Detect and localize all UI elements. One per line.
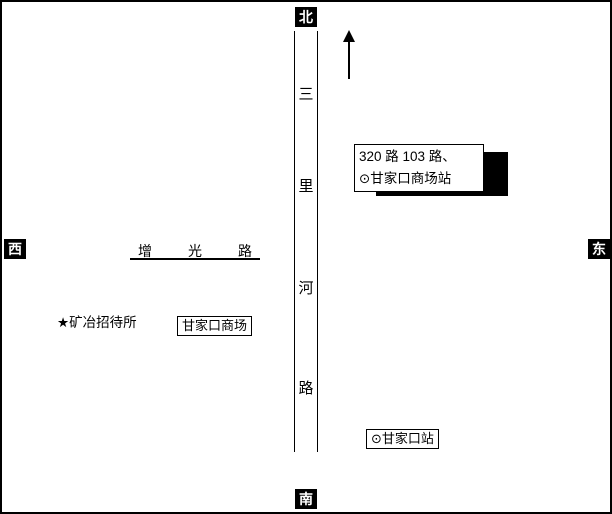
road-char: 里	[298, 178, 314, 195]
mall-label-box: 甘家口商场	[177, 316, 253, 336]
road-char: 路	[238, 243, 252, 259]
arrow-head	[343, 30, 355, 42]
zengguang-road: 增 光 路	[130, 241, 260, 260]
bus-routes-line: 320 路 103 路、	[359, 149, 456, 164]
road-char: 河	[298, 280, 314, 297]
road-char: 增	[138, 243, 152, 259]
road-char: 三	[298, 86, 314, 103]
compass-south-label: 南	[295, 489, 317, 509]
bus-stop-callout: 320 路 103 路、 ⊙甘家口商场站	[354, 144, 484, 192]
north-arrow-icon	[342, 30, 356, 80]
road-char: 光	[188, 243, 202, 259]
compass-east-label: 东	[588, 239, 610, 259]
station-label-box: ⊙甘家口站	[366, 429, 439, 449]
guesthouse-label: ★矿冶招待所	[57, 315, 137, 330]
compass-north-label: 北	[295, 7, 317, 27]
road-char: 路	[298, 380, 314, 397]
compass-west-label: 西	[4, 239, 26, 259]
sanlihe-road: 三 里 河 路	[294, 31, 318, 452]
mall-station-line: ⊙甘家口商场站	[359, 171, 452, 186]
arrow-shaft	[348, 41, 350, 79]
